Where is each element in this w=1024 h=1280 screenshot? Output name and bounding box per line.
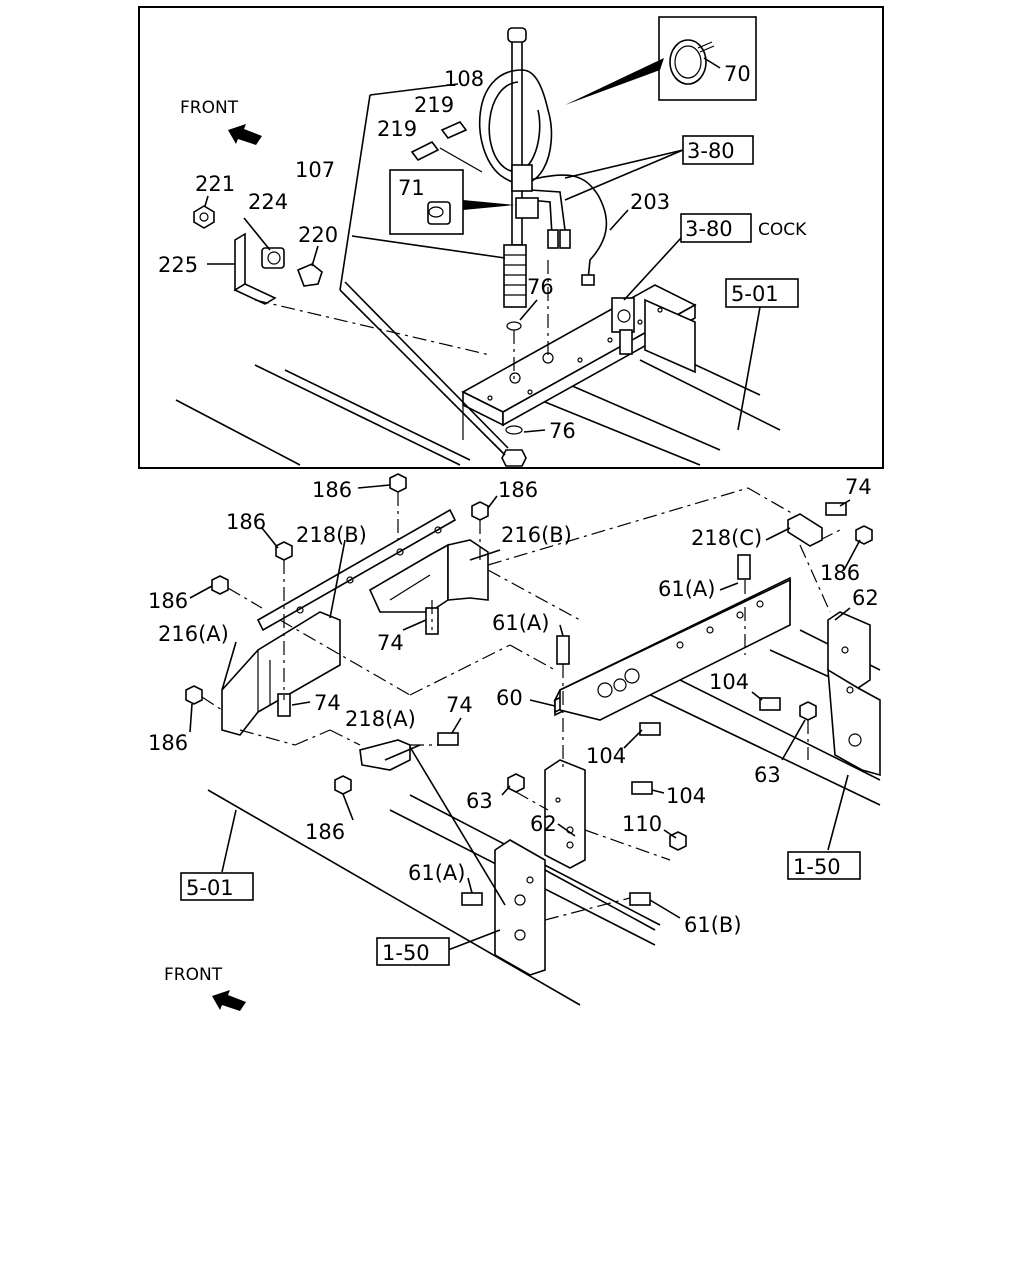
frame-bracket-left: [494, 839, 546, 976]
bracket-225: [193, 205, 491, 356]
bracket-216b: [368, 539, 489, 613]
label-104-a: 104: [709, 670, 749, 694]
label-ref-1-50-left: 1-50: [382, 941, 430, 965]
clips-219: [410, 121, 483, 173]
label-218a: 218(A): [345, 707, 416, 731]
label-ref-3-80-a: 3-80: [687, 139, 735, 163]
label-74-b: 74: [377, 631, 404, 655]
label-70: 70: [724, 62, 751, 86]
rod-assembly: [478, 27, 608, 467]
label-221: 221: [195, 172, 235, 196]
label-186-f: 186: [305, 820, 345, 844]
label-63-b: 63: [754, 763, 781, 787]
label-76-upper: 76: [527, 275, 554, 299]
front-label-lower: FRONT: [164, 965, 223, 985]
lower-view: FRONT: [148, 473, 881, 1011]
bracket-218a: [359, 739, 440, 771]
label-186-a: 186: [312, 478, 352, 502]
front-arrow-icon-lower: [212, 990, 246, 1011]
label-220: 220: [298, 223, 338, 247]
front-label-upper: FRONT: [180, 98, 239, 118]
label-61a-1: 61(A): [658, 577, 715, 601]
label-ref-5-01-lower: 5-01: [186, 876, 234, 900]
label-74-a: 74: [845, 475, 872, 499]
drain-cock: [611, 297, 635, 355]
label-ref-5-01-upper: 5-01: [731, 282, 779, 306]
label-60: 60: [496, 686, 523, 710]
mounting-plate: [461, 284, 697, 440]
label-218c: 218(C): [691, 526, 762, 550]
label-216b: 216(B): [501, 523, 572, 547]
label-74-c: 74: [314, 691, 341, 715]
detail-box-71: [389, 169, 515, 235]
label-203: 203: [630, 190, 670, 214]
label-218b: 218(B): [296, 523, 367, 547]
label-74-d: 74: [446, 693, 473, 717]
label-61a-2: 61(A): [492, 611, 549, 635]
label-107: 107: [295, 158, 335, 182]
label-110: 110: [622, 812, 662, 836]
nuts: [185, 473, 873, 851]
label-62-right: 62: [852, 586, 879, 610]
label-61a-3: 61(A): [408, 861, 465, 885]
main-plate-60: [553, 576, 791, 721]
leader-107-line: [339, 94, 371, 291]
upper-view: FRONT: [138, 6, 884, 469]
bracket-62-center: [544, 759, 586, 869]
ref-box-5-01-upper: [725, 278, 799, 308]
label-104-c: 104: [666, 784, 706, 808]
ref-box-3-80-b: [680, 213, 752, 243]
label-219-upper: 219: [414, 93, 454, 117]
label-63-a: 63: [466, 789, 493, 813]
label-108: 108: [444, 67, 484, 91]
label-186-g: 186: [820, 561, 860, 585]
bracket-218b: [256, 508, 457, 632]
label-cock: COCK: [758, 220, 807, 240]
bracket-216a: [221, 611, 341, 736]
ref-box-1-50-right: [787, 851, 861, 880]
label-186-d: 186: [148, 589, 188, 613]
assembly-lines: [201, 487, 841, 921]
detail-box-70: [565, 16, 757, 105]
label-104-b: 104: [586, 744, 626, 768]
frame-rails-upper: [175, 324, 781, 466]
label-186-c: 186: [226, 510, 266, 534]
label-216a: 216(A): [158, 622, 229, 646]
label-71: 71: [398, 176, 425, 200]
ref-box-5-01-lower: [180, 872, 254, 901]
label-76-lower: 76: [549, 419, 576, 443]
label-225: 225: [158, 253, 198, 277]
label-ref-1-50-right: 1-50: [793, 855, 841, 879]
label-224: 224: [248, 190, 288, 214]
label-186-e: 186: [148, 731, 188, 755]
label-219-lower: 219: [377, 117, 417, 141]
frame-bracket-right: [827, 611, 881, 777]
label-ref-3-80-b: 3-80: [685, 217, 733, 241]
ref-box-1-50-left: [376, 937, 450, 966]
label-186-b: 186: [498, 478, 538, 502]
front-arrow-icon-upper: [228, 124, 262, 145]
label-62-center: 62: [530, 812, 557, 836]
label-61b: 61(B): [684, 913, 742, 937]
bracket-218c: [787, 513, 823, 547]
